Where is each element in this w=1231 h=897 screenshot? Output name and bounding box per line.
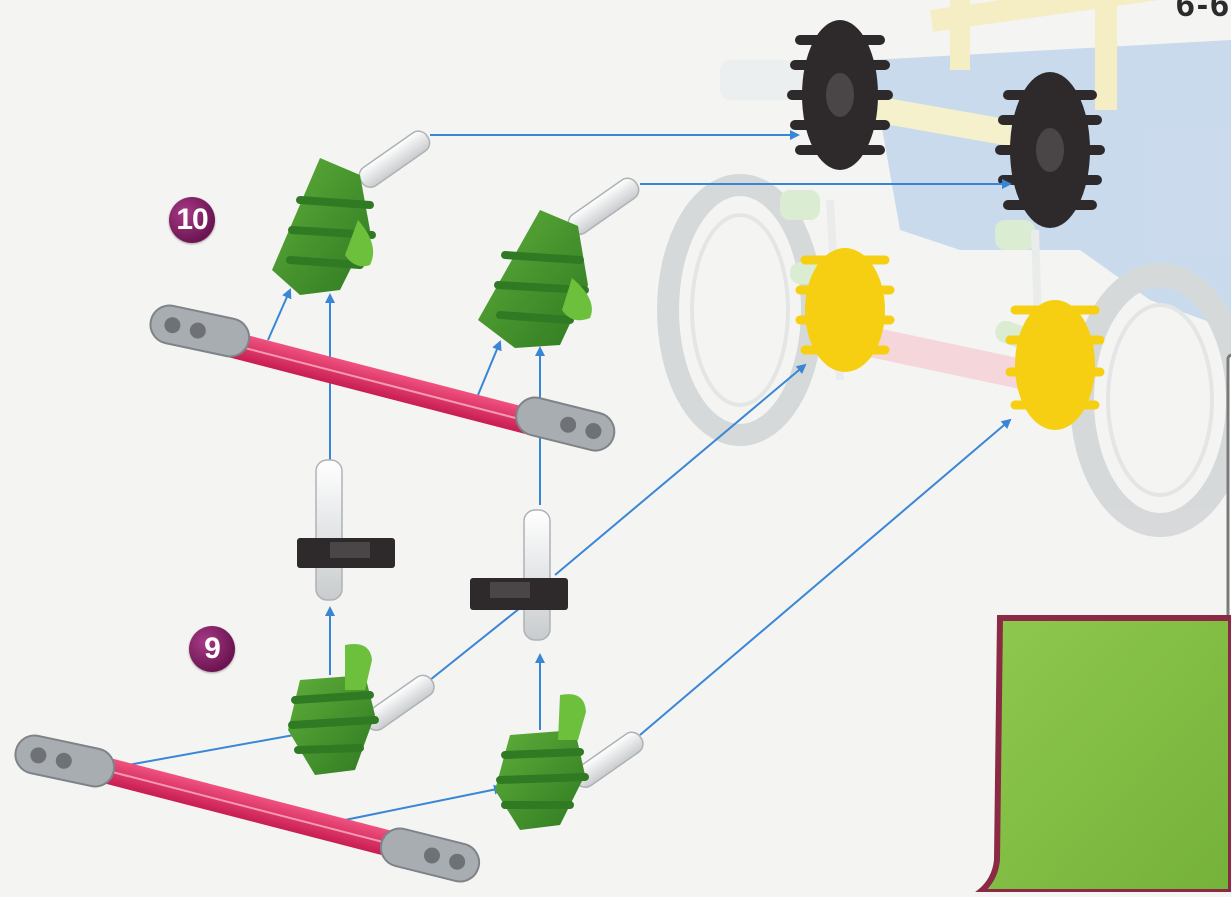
green-connector-icon	[272, 158, 373, 295]
wheel-icon	[1082, 275, 1231, 525]
wheel-icon	[668, 185, 812, 435]
white-pin-icon	[316, 460, 342, 600]
arrow-icon	[478, 342, 500, 395]
green-connector-icon	[288, 644, 375, 775]
black-clip-icon	[297, 538, 395, 568]
white-pin-icon	[524, 510, 550, 640]
green-panel	[980, 618, 1231, 892]
red-rod-icon	[62, 747, 417, 862]
background-model	[668, 0, 1231, 525]
arrow-icon	[128, 733, 305, 765]
white-pin-icon	[355, 127, 433, 191]
black-gear-icon	[1000, 72, 1100, 228]
white-pin-icon	[570, 728, 647, 791]
page-number: 6-6	[1176, 0, 1231, 25]
gray-end-connector-icon	[377, 824, 483, 885]
arrow-icon	[335, 788, 502, 822]
rod-assembly-step-9	[12, 732, 483, 886]
step-number-badge: 10	[169, 197, 215, 243]
green-connector-icon	[478, 210, 592, 348]
white-pin-icon	[361, 671, 438, 734]
black-clip-icon	[470, 578, 568, 610]
arrow-icon	[268, 290, 290, 340]
step-number-badge: 9	[189, 626, 235, 672]
gray-end-connector-icon	[12, 732, 118, 790]
gray-end-connector-icon	[512, 393, 618, 454]
arrow-icon	[640, 420, 1010, 735]
black-gear-icon	[792, 20, 888, 170]
gray-end-connector-icon	[147, 302, 253, 360]
